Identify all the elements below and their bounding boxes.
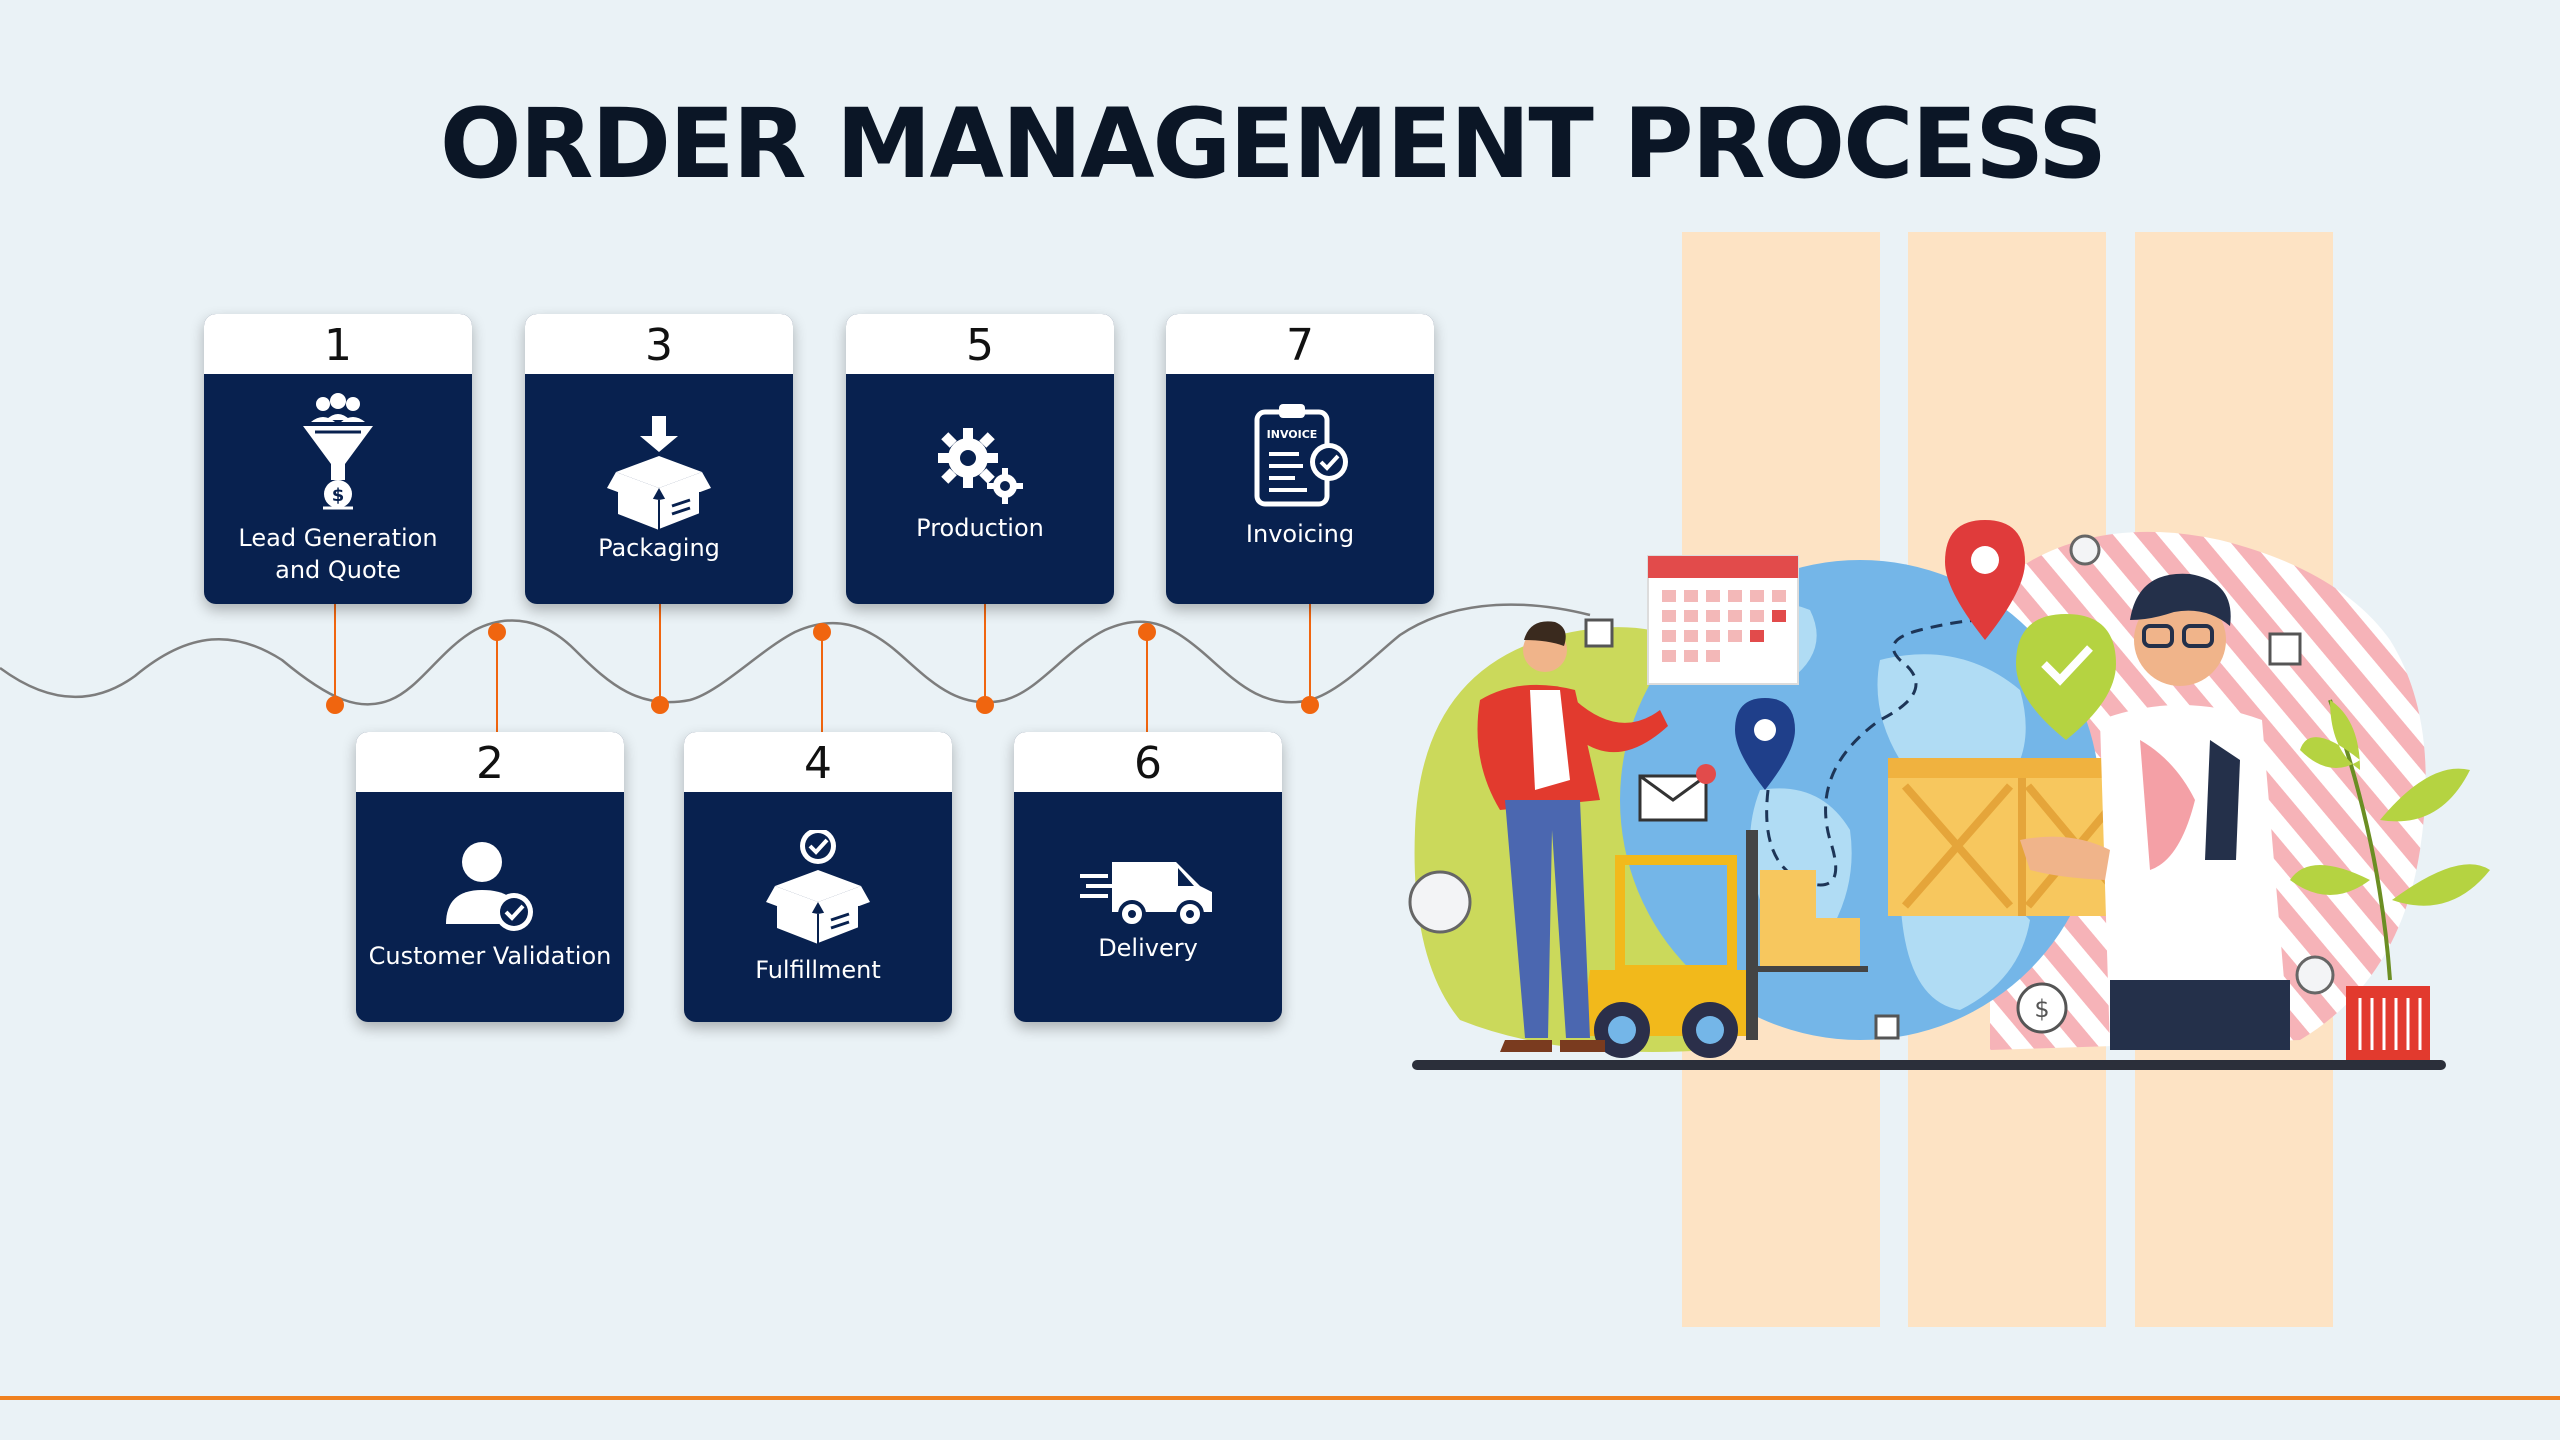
- gear-decor-icon: [1408, 534, 2335, 995]
- user-check-icon: [446, 842, 533, 931]
- step-label: Packaging: [598, 534, 720, 562]
- red-pin-icon: [1945, 520, 2025, 640]
- connector-dot-4: [813, 623, 831, 641]
- box-check-icon: [766, 830, 870, 946]
- step-label: Invoicing: [1245, 520, 1355, 548]
- step-label: Delivery: [1098, 934, 1198, 962]
- cardboard-box: [1888, 758, 2138, 916]
- step-number: 1: [204, 314, 472, 374]
- plant: [2290, 699, 2490, 1060]
- svg-text:$: $: [332, 485, 345, 506]
- envelope-icon: [1638, 764, 1716, 822]
- connector-dot-1: [326, 696, 344, 714]
- calendar-icon: [1647, 555, 1799, 685]
- step-label: Customer Validation: [368, 942, 612, 970]
- step-card-3: 3 Packaging: [525, 314, 793, 604]
- step-card-6: 6 Delivery: [1014, 732, 1282, 1022]
- ground-line: [1412, 1060, 2446, 1070]
- box-arrow-icon: [607, 416, 711, 532]
- svg-text:INVOICE: INVOICE: [1267, 428, 1318, 441]
- step-number: 5: [846, 314, 1114, 374]
- funnel-money-icon: $: [303, 393, 373, 510]
- checkbox-icon: [1584, 618, 2302, 1040]
- invoice-check-icon: INVOICE: [1254, 404, 1348, 507]
- step-card-5: 5 Production: [846, 314, 1114, 604]
- connector-dot-6: [1138, 623, 1156, 641]
- step-number: 7: [1166, 314, 1434, 374]
- connector-dot-5: [976, 696, 994, 714]
- step-card-7: 7 INVOICE Invoicing: [1166, 314, 1434, 604]
- gears-icon: [938, 428, 1023, 504]
- connector-dot-7: [1301, 696, 1319, 714]
- step-label: Lead Generation and Quote: [238, 524, 438, 584]
- man-left: [1477, 621, 1668, 1052]
- step-number: 4: [684, 732, 952, 792]
- bottom-accent-line: [0, 1396, 2560, 1400]
- connector-dot-2: [488, 623, 506, 641]
- step-number: 2: [356, 732, 624, 792]
- connector-dot-3: [651, 696, 669, 714]
- timeline-wave-line: [0, 603, 1591, 706]
- step-label: Production: [916, 514, 1044, 542]
- page-title: ORDER MANAGEMENT PROCESS: [439, 88, 2107, 200]
- step-number: 6: [1014, 732, 1282, 792]
- blue-pin-icon: [1735, 698, 1795, 790]
- man-right: [2020, 573, 2290, 1050]
- step-card-4: 4 Fulfillment: [684, 732, 952, 1022]
- step-card-1: 1 $ Lead Generation and Quote: [204, 314, 472, 604]
- delivery-van-icon: [1080, 862, 1212, 928]
- svg-text:$: $: [2034, 995, 2049, 1023]
- step-number: 3: [525, 314, 793, 374]
- step-card-2: 2 Customer Validation: [356, 732, 624, 1022]
- step-label: Fulfillment: [755, 956, 881, 984]
- forklift: [1580, 830, 1868, 1058]
- coin-icon: [2016, 982, 2068, 1034]
